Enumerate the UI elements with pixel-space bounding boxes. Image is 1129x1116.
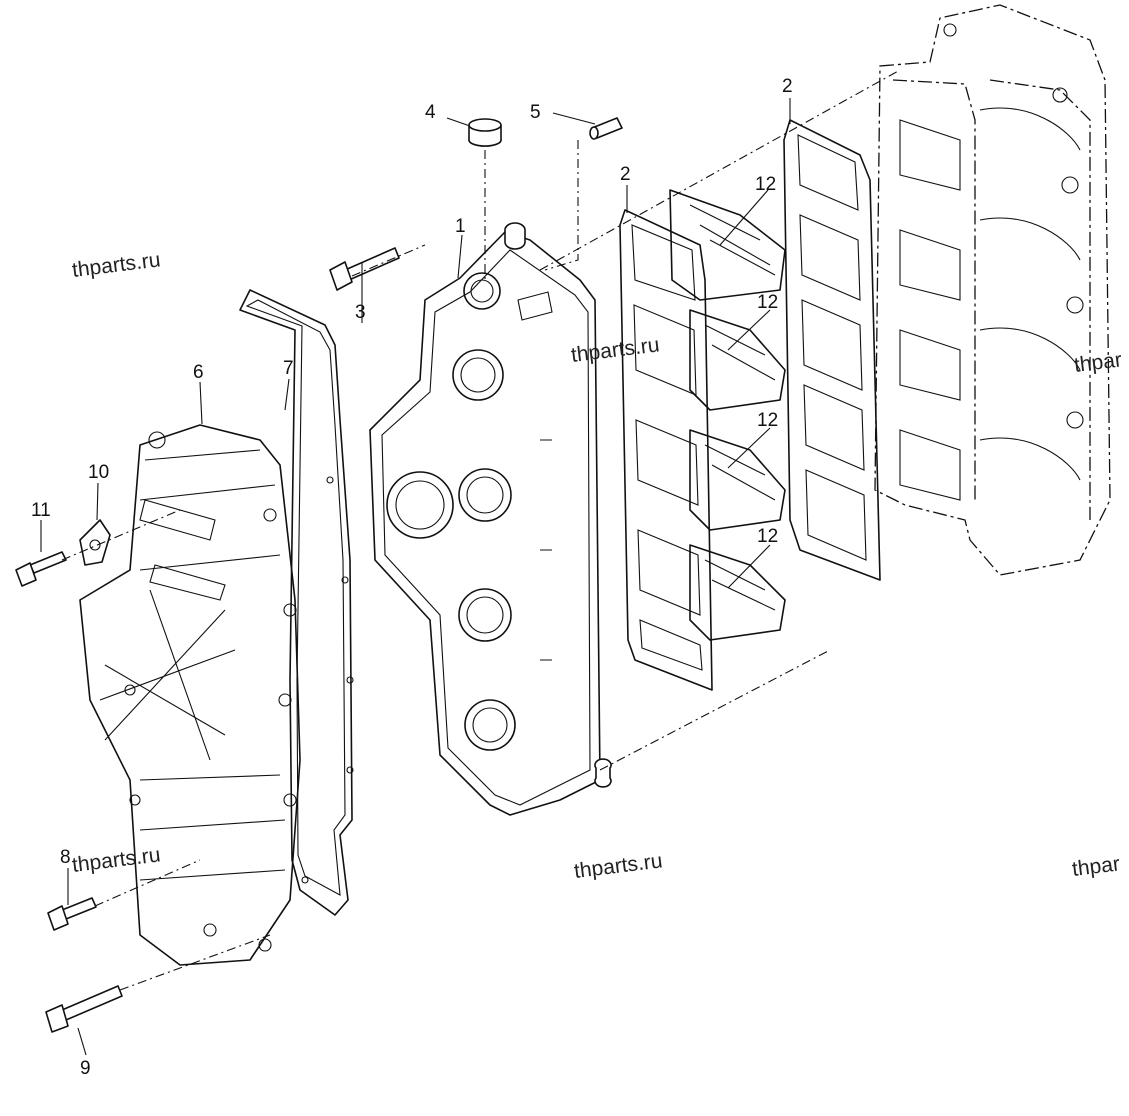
bolt-9 [45,985,123,1033]
callout-7: 7 [283,358,294,379]
reed-valve-assemblies [669,189,786,641]
crankcase-phantom [874,4,1111,576]
callout-11: 11 [31,500,51,521]
fasteners [15,117,623,1033]
callout-labels: 1 2 2 3 4 5 6 7 8 9 10 11 12 12 12 12 [31,76,793,1079]
watermark-text-cut: thpar [1071,852,1121,881]
callout-12-c: 12 [757,410,778,431]
callout-12-d: 12 [757,526,778,547]
callout-4: 4 [425,102,436,123]
callout-12-a: 12 [755,174,776,195]
reed-gasket-left [619,209,713,691]
clamp-part [79,519,111,566]
watermark-text: thparts.ru [570,333,661,367]
watermarks: thparts.ru thparts.ru thparts.ru thparts… [71,248,1123,883]
callout-12-b: 12 [757,292,778,313]
callout-3: 3 [355,302,366,323]
plug-part [468,118,502,147]
bolt-3 [329,247,400,291]
watermark-text-cut: thpar [1073,348,1123,377]
leader-lines [40,98,791,1056]
watermark-text: thparts.ru [71,248,162,282]
cover-gasket [239,289,354,916]
dowel-pin-part [589,117,623,140]
watermark-text: thparts.ru [573,849,664,883]
callout-5: 5 [530,102,541,123]
callout-10: 10 [88,462,109,483]
callout-1: 1 [455,216,466,237]
callout-2-left: 2 [620,164,631,185]
reed-gasket-right [783,119,881,581]
intake-manifold [369,222,612,816]
assembly-lines [61,69,901,991]
bolt-8 [47,897,97,931]
callout-2-right: 2 [782,76,793,97]
bolt-11 [15,551,67,587]
exhaust-cover [79,424,301,966]
callout-9: 9 [80,1058,91,1079]
watermark-text: thparts.ru [71,843,162,877]
callout-8: 8 [60,847,71,868]
callout-6: 6 [193,362,204,383]
